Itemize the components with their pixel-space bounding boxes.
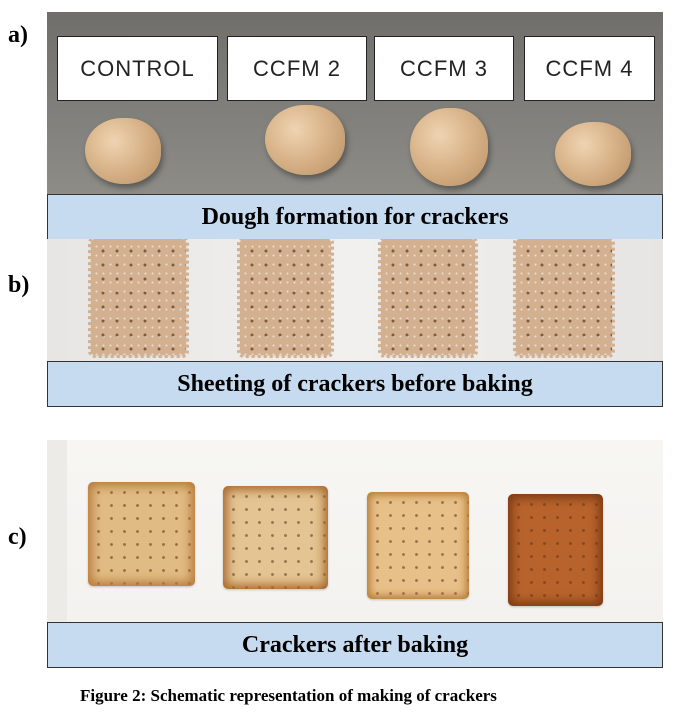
sample-label-ccfm2: CCFM 2 [227, 36, 367, 101]
caption-dough-formation: Dough formation for crackers [47, 194, 663, 240]
raw-cracker-control [88, 239, 189, 358]
baked-cracker-ccfm3 [367, 492, 469, 599]
dough-ball-control [85, 118, 161, 184]
baked-cracker-ccfm2 [223, 486, 328, 589]
dough-photo: CONTROL CCFM 2 CCFM 3 CCFM 4 [47, 12, 663, 194]
figure-caption: Figure 2: Schematic representation of ma… [80, 686, 497, 705]
dough-ball-ccfm4 [555, 122, 631, 186]
raw-cracker-ccfm2 [237, 239, 334, 358]
sample-label-control: CONTROL [57, 36, 218, 101]
sample-label-ccfm4: CCFM 4 [524, 36, 655, 101]
raw-cracker-ccfm3 [378, 239, 478, 358]
dough-ball-ccfm2 [265, 105, 345, 175]
baked-photo [47, 440, 663, 624]
panel-letter-c: c) [8, 524, 27, 550]
sheeting-photo [47, 239, 663, 361]
caption-sheeting: Sheeting of crackers before baking [47, 361, 663, 407]
raw-cracker-ccfm4 [513, 239, 615, 358]
panel-letter-b: b) [8, 272, 30, 298]
baked-cracker-control [88, 482, 195, 586]
panel-letter-a: a) [8, 22, 28, 48]
sample-label-ccfm3: CCFM 3 [374, 36, 514, 101]
dough-ball-ccfm3 [410, 108, 488, 186]
caption-after-baking: Crackers after baking [47, 622, 663, 668]
baked-cracker-ccfm4 [508, 494, 603, 606]
